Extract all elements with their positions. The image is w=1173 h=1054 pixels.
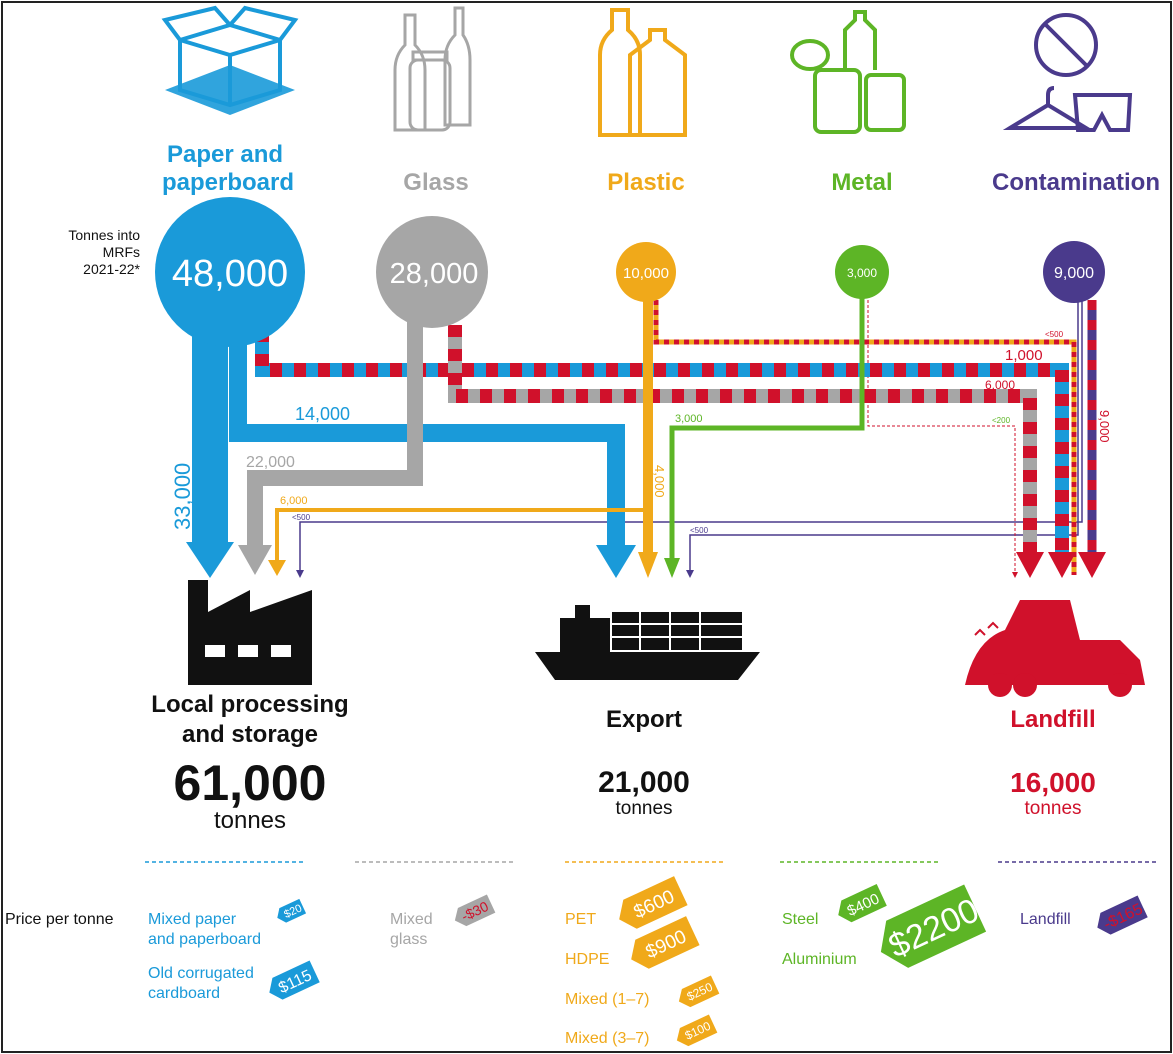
price-item-mixed-1-7: Mixed (1–7)	[565, 991, 649, 1008]
label-glass-landfill: 6,000	[985, 378, 1015, 392]
factory-icon	[188, 580, 312, 685]
price-item-mixed-paper: Mixed paper	[148, 911, 237, 928]
label-metal-export: 3,000	[675, 413, 703, 425]
tonnes-label-1: Tonnes into	[68, 227, 140, 243]
arrowhead-metal-export	[664, 558, 680, 578]
price-tag-icon: $250	[678, 975, 720, 1008]
tonnes-label-3: 2021-22*	[83, 261, 140, 277]
label-paper-export: 14,000	[295, 404, 350, 424]
price-tag-icon: -$30	[454, 894, 496, 927]
price-tag-icon: $400	[838, 883, 887, 923]
arrowhead-metal-landfill	[1012, 572, 1018, 578]
price-tag-icon: -$165	[1097, 895, 1148, 935]
ship-icon	[535, 605, 760, 680]
category-label-metal: Metal	[831, 169, 892, 196]
arrowheads	[186, 542, 1106, 578]
dest-local-label-2: and storage	[182, 721, 318, 748]
arrowhead-contam-local	[296, 570, 304, 578]
contamination-icon	[1002, 13, 1133, 132]
dest-export-unit: tonnes	[615, 798, 672, 819]
price-item-occ: Old corrugated	[148, 965, 254, 982]
price-item-landfill: Landfill	[1020, 911, 1071, 928]
box-icon	[161, 5, 299, 115]
flow-contam-local	[299, 300, 1083, 572]
price-tag-icon: $115	[269, 960, 320, 1000]
circle-glass	[376, 216, 488, 328]
label-paper-local: 33,000	[170, 463, 195, 530]
arrowhead-paper-local	[186, 542, 234, 578]
label-contam-local: <500	[292, 513, 311, 522]
price-item-mixed-paper-2: and paperboard	[148, 931, 261, 948]
dest-landfill-unit: tonnes	[1024, 798, 1081, 819]
flow-contam-export	[689, 300, 1079, 572]
arrowhead-glass-local	[238, 545, 272, 575]
price-tag-icon: $100	[676, 1014, 718, 1047]
tonnes-metal: 3,000	[847, 266, 877, 280]
price-item-steel: Steel	[782, 911, 818, 928]
label-plastic-landfill: <500	[1045, 330, 1064, 339]
flow-plastic-landfill-stripes	[653, 300, 1077, 575]
category-label-paper: Paper and	[167, 141, 283, 168]
label-paper-landfill: 1,000	[1005, 347, 1043, 364]
label-glass-local: 22,000	[246, 454, 295, 471]
dest-export-label: Export	[606, 706, 682, 733]
dest-landfill-label: Landfill	[1010, 706, 1095, 733]
tonnes-label-2: MRFs	[103, 244, 140, 260]
circle-plastic	[616, 242, 676, 302]
flow-paper-landfill-stripes	[255, 330, 1069, 555]
bottles-icon	[393, 6, 472, 132]
label-contam-landfill: 9,000	[1097, 410, 1112, 443]
circle-metal	[835, 245, 889, 299]
flow-glass-local	[247, 310, 423, 548]
tonnes-glass: 28,000	[390, 258, 479, 290]
dest-local-total: 61,000	[174, 755, 327, 811]
dest-local-unit: tonnes	[214, 807, 286, 834]
circle-contamination	[1043, 241, 1105, 303]
flow-paper-export	[229, 320, 625, 548]
category-label-paper-2: paperboard	[162, 169, 294, 196]
arrowhead-plastic-export	[638, 552, 658, 578]
arrowhead-paper-export	[596, 545, 636, 578]
price-tag-icon: $20	[277, 898, 307, 923]
dest-local-label: Local processing	[151, 691, 348, 718]
price-item-hdpe: HDPE	[565, 951, 609, 968]
label-plastic-local: 6,000	[280, 495, 308, 507]
category-label-glass: Glass	[403, 169, 468, 196]
flow-metal-export	[669, 298, 865, 560]
arrowhead-contam-export	[686, 570, 694, 578]
circle-paper	[155, 197, 305, 347]
flow-glass-landfill-stripes	[448, 325, 1037, 555]
dest-export-total: 21,000	[598, 766, 690, 799]
plastic-bottles-icon	[598, 8, 687, 137]
price-heading: Price per tonne	[5, 911, 114, 928]
label-metal-landfill: <200	[992, 416, 1011, 425]
label-contam-export: <500	[690, 526, 709, 535]
price-item-occ-2: cardboard	[148, 985, 220, 1002]
price-item-aluminium: Aluminium	[782, 951, 857, 968]
price-item-mixed-3-7: Mixed (3–7)	[565, 1030, 649, 1047]
price-item-glass-2: glass	[390, 931, 427, 948]
dest-landfill-total: 16,000	[1010, 767, 1096, 798]
arrowhead-paper-landfill	[1048, 552, 1076, 578]
label-plastic-export: 4,000	[652, 465, 667, 498]
price-item-glass: Mixed	[390, 911, 433, 928]
category-label-plastic: Plastic	[607, 169, 684, 196]
dump-truck-icon	[965, 600, 1145, 697]
tonnes-contamination: 9,000	[1054, 265, 1094, 282]
tonnes-paper: 48,000	[172, 253, 288, 295]
arrowhead-contam-landfill	[1078, 552, 1106, 578]
price-item-pet: PET	[565, 911, 596, 928]
category-label-contamination: Contamination	[992, 169, 1160, 196]
tonnes-plastic: 10,000	[623, 265, 669, 282]
cans-icon	[790, 10, 906, 134]
arrowhead-glass-landfill	[1016, 552, 1044, 578]
price-tag-icon: $2200	[880, 884, 987, 968]
arrowhead-plastic-local	[268, 560, 286, 576]
